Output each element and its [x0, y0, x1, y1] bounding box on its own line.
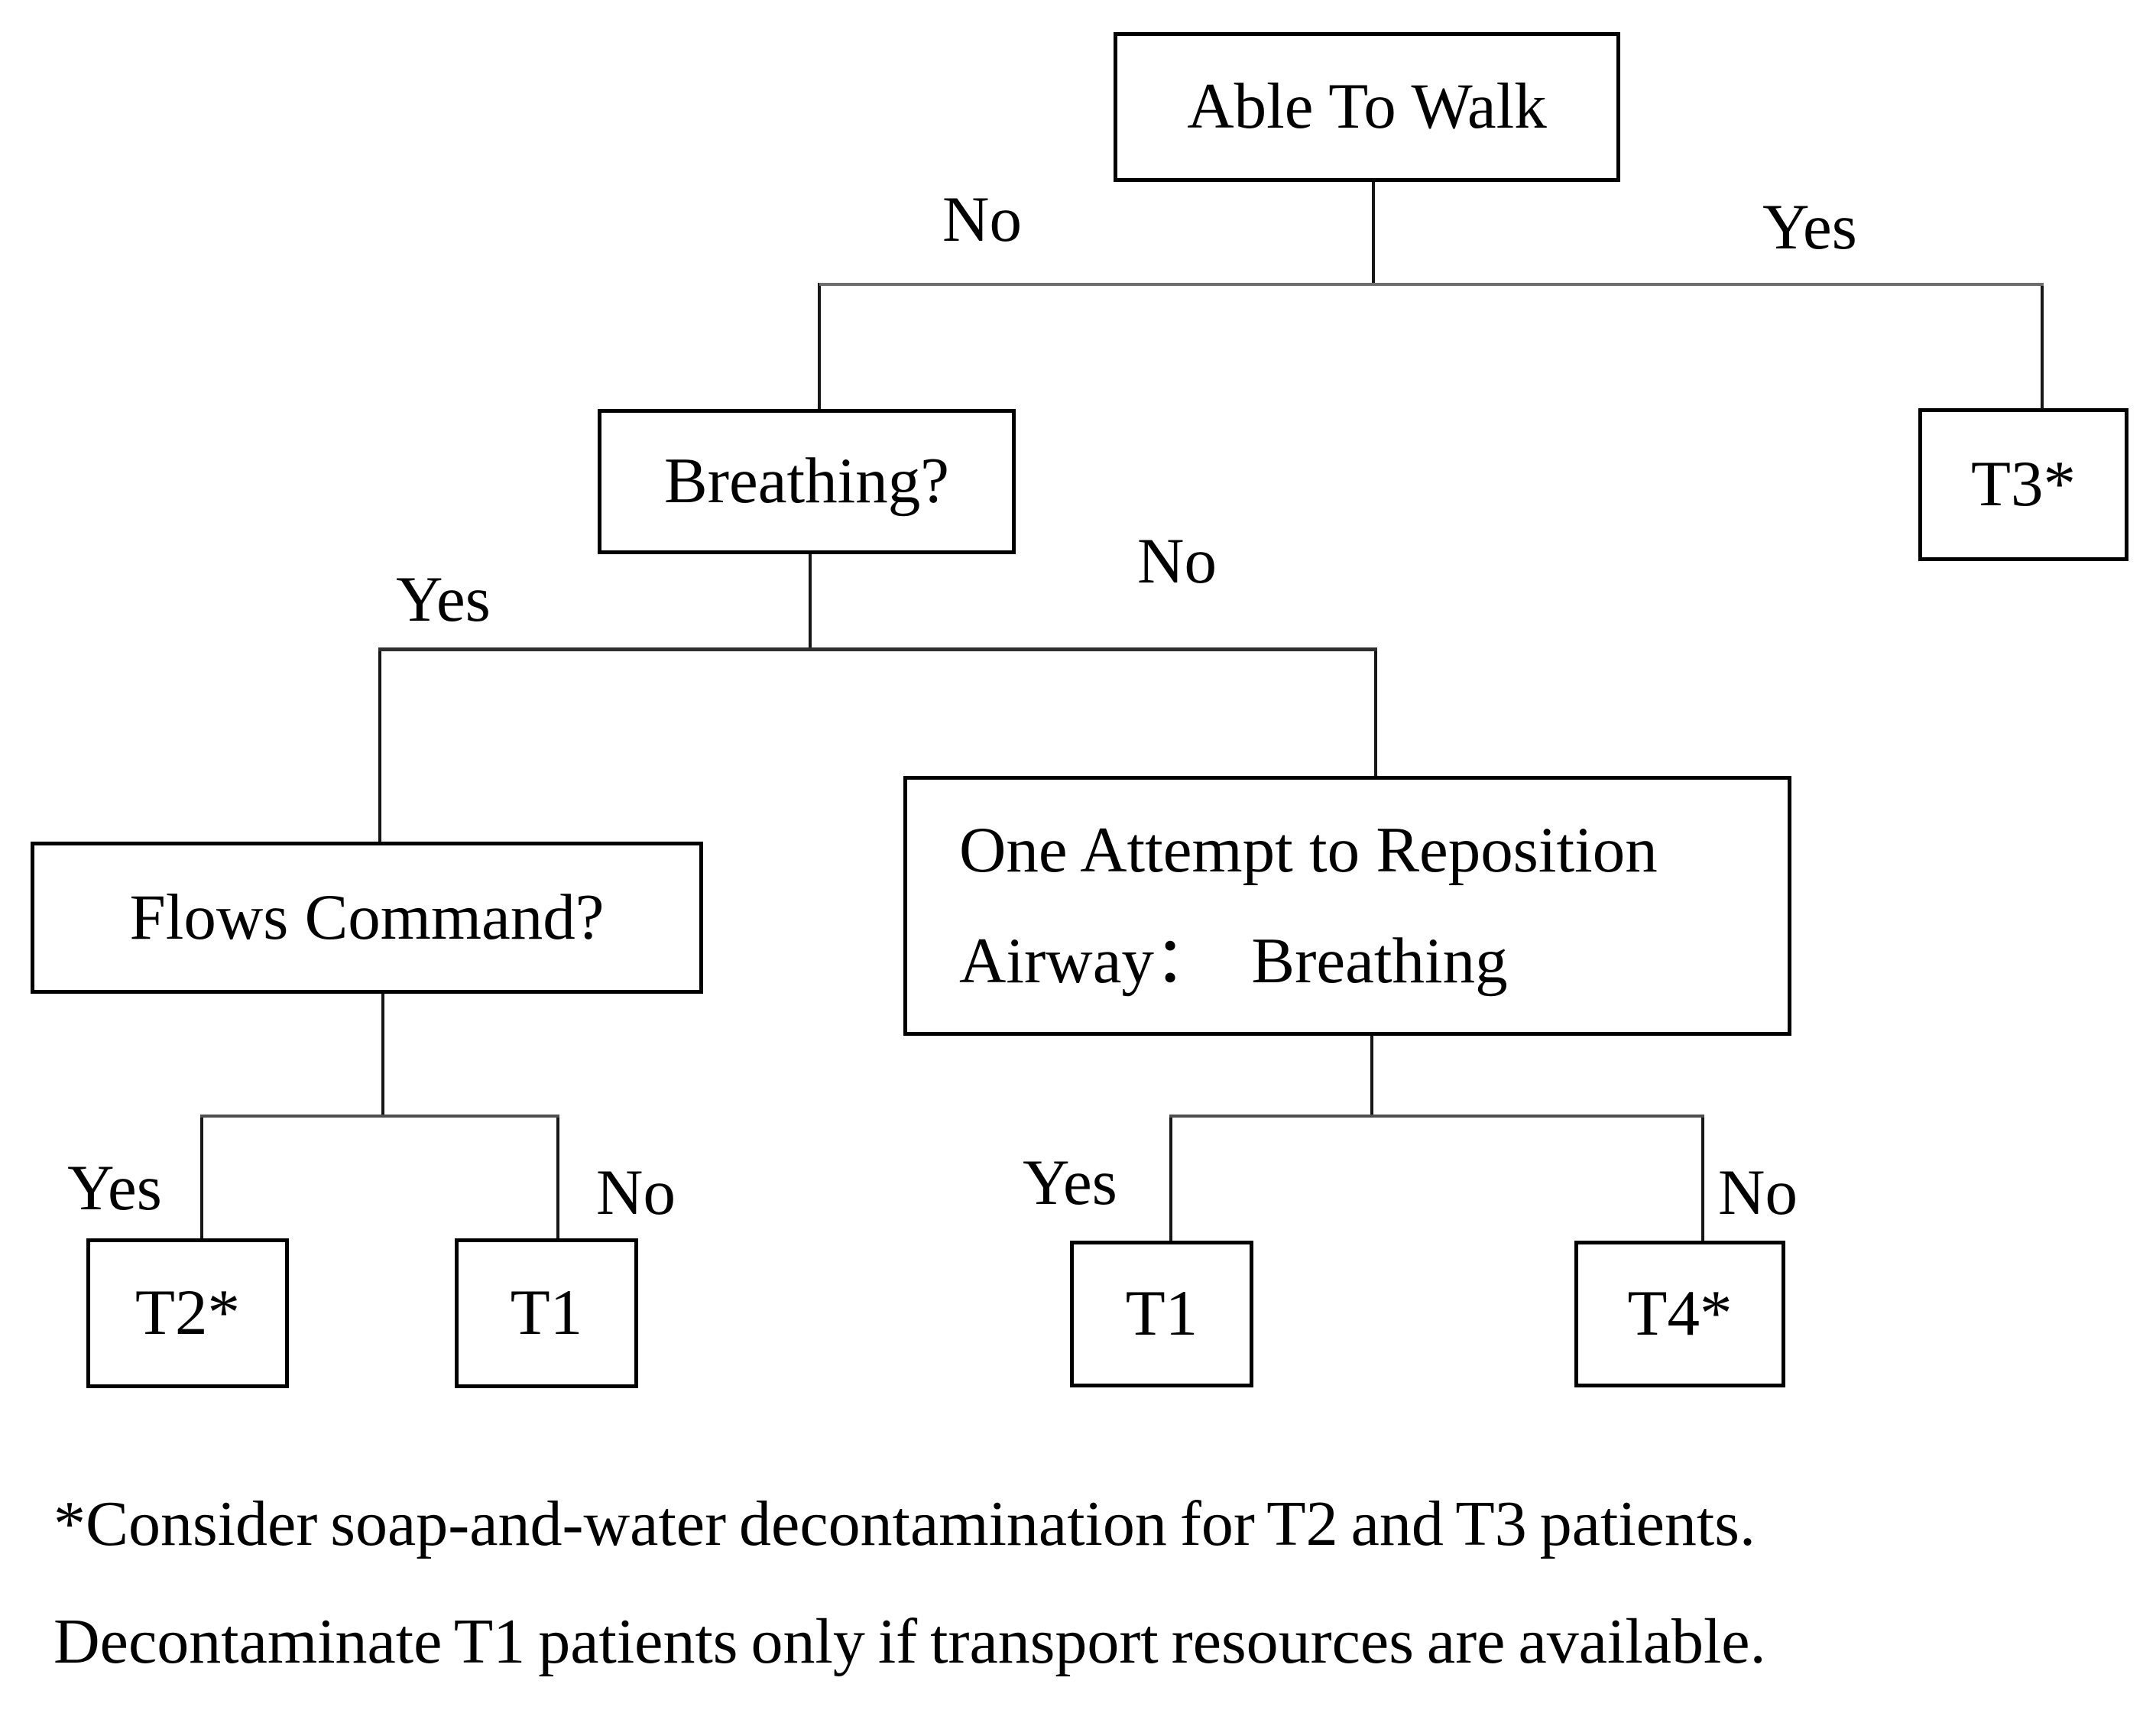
- connector-flows-down: [381, 992, 384, 1118]
- branch-flows-command: [200, 1115, 559, 1118]
- connector-no-to-reposition: [1374, 647, 1377, 777]
- node-t4-label: T4*: [1627, 1277, 1733, 1350]
- edge-label-breathing-no: No: [1137, 525, 1217, 597]
- edge-label-flows-yes: Yes: [67, 1152, 162, 1224]
- edge-label-airway-no: No: [1718, 1157, 1798, 1228]
- node-breathing-label: Breathing?: [664, 445, 949, 518]
- connector-breathing-down: [809, 553, 812, 651]
- node-able-to-walk-label: Able To Walk: [1187, 70, 1547, 143]
- connector-no-to-t4: [1701, 1115, 1704, 1242]
- node-t1-left-label: T1: [510, 1277, 583, 1349]
- node-t3-label: T3*: [1971, 448, 2076, 521]
- connector-no-to-t1-left: [556, 1115, 559, 1240]
- node-t3: T3*: [1918, 408, 2128, 561]
- branch-reposition: [1169, 1115, 1704, 1118]
- edge-label-walk-yes: Yes: [1762, 191, 1857, 263]
- footnote-line-1: *Consider soap-and-water decontamination…: [53, 1488, 1756, 1559]
- node-t1-right-label: T1: [1125, 1277, 1198, 1350]
- connector-yes-to-flows: [378, 647, 381, 843]
- connector-yes-to-t3: [2041, 283, 2044, 410]
- node-t1-right: T1: [1070, 1241, 1253, 1387]
- branch-able-to-walk: [819, 283, 2044, 286]
- node-flows-command: Flows Command?: [31, 842, 703, 994]
- node-t1-left: T1: [455, 1238, 638, 1388]
- node-one-attempt-line1: One Attempt to Reposition: [959, 813, 1658, 886]
- node-one-attempt-line2: Airway： Breathing: [959, 925, 1508, 997]
- branch-breathing: [378, 647, 1377, 651]
- node-t2-label: T2*: [135, 1277, 240, 1349]
- footnote-line-2: Decontaminate T1 patients only if transp…: [53, 1606, 1766, 1677]
- node-able-to-walk: Able To Walk: [1114, 32, 1620, 182]
- connector-able-down: [1372, 182, 1375, 286]
- edge-label-flows-no: No: [596, 1157, 676, 1228]
- node-one-attempt-reposition: One Attempt to Reposition Airway： Breath…: [903, 776, 1791, 1036]
- edge-label-walk-no: No: [942, 183, 1022, 255]
- connector-no-to-breathing: [818, 283, 821, 410]
- connector-yes-to-t1-right: [1169, 1115, 1172, 1242]
- edge-label-airway-yes: Yes: [1023, 1147, 1117, 1218]
- connector-reposition-down: [1370, 1034, 1373, 1118]
- node-flows-command-label: Flows Command?: [129, 881, 605, 953]
- node-t2: T2*: [86, 1238, 289, 1388]
- edge-label-breathing-yes: Yes: [396, 563, 491, 635]
- node-t4: T4*: [1574, 1241, 1785, 1387]
- node-breathing: Breathing?: [598, 409, 1016, 554]
- connector-yes-to-t2: [200, 1115, 203, 1240]
